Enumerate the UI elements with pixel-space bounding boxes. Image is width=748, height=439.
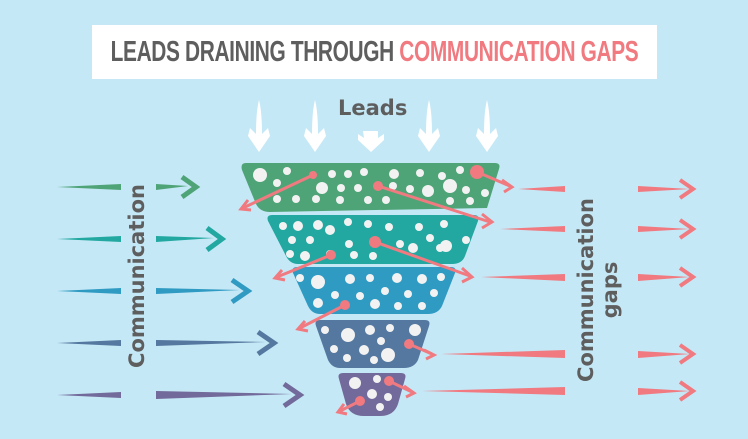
diagonal-arrow-icon	[404, 339, 438, 361]
right-arrow-icon	[57, 329, 279, 357]
down-arrow-icon	[476, 100, 498, 152]
communication-gaps-line2: gaps	[598, 261, 622, 319]
communication-gaps-label: Communication gaps	[574, 190, 622, 390]
funnel-tier-1	[241, 163, 500, 212]
communication-gaps-line1: Communication	[574, 198, 598, 382]
diagonal-arrow-icon	[238, 171, 317, 212]
leads-label: Leads	[338, 96, 408, 120]
right-arrow-icon	[500, 218, 697, 240]
down-arrow-icon	[248, 100, 270, 152]
diagonal-arrow-icon	[373, 181, 495, 230]
right-arrow-icon	[57, 225, 227, 253]
down-arrow-icon	[358, 131, 384, 152]
diagonal-arrow-icon	[384, 376, 417, 399]
lead-bubbles	[253, 166, 489, 411]
diagonal-arrow-icon	[470, 165, 515, 194]
funnel-tier-3	[292, 267, 456, 314]
right-arrow-icon	[441, 343, 697, 365]
communication-arrows	[57, 174, 305, 409]
diagonal-arrow-icon	[335, 396, 365, 416]
down-arrow-icon	[418, 100, 440, 152]
right-arrow-icon	[57, 174, 201, 200]
title-main: LEADS DRAINING THROUGH	[110, 35, 400, 68]
right-arrow-icon	[422, 380, 697, 402]
right-arrow-icon	[57, 277, 253, 305]
diagonal-arrow-icon	[272, 250, 336, 282]
diagonal-arrow-icon	[295, 300, 350, 333]
right-arrow-icon	[481, 266, 697, 288]
page-title: LEADS DRAINING THROUGH COMMUNICATION GAP…	[111, 36, 639, 69]
leak-arrows	[238, 165, 515, 416]
lead-arrows	[248, 100, 498, 152]
title-banner: LEADS DRAINING THROUGH COMMUNICATION GAP…	[92, 25, 657, 79]
diagonal-arrow-icon	[369, 236, 475, 284]
title-accent: COMMUNICATION GAPS	[399, 35, 639, 68]
down-arrow-icon	[304, 100, 326, 152]
right-arrow-icon	[518, 178, 697, 200]
right-arrow-icon	[57, 381, 305, 409]
gap-arrows	[422, 178, 697, 402]
communication-label: Communication	[125, 184, 149, 368]
